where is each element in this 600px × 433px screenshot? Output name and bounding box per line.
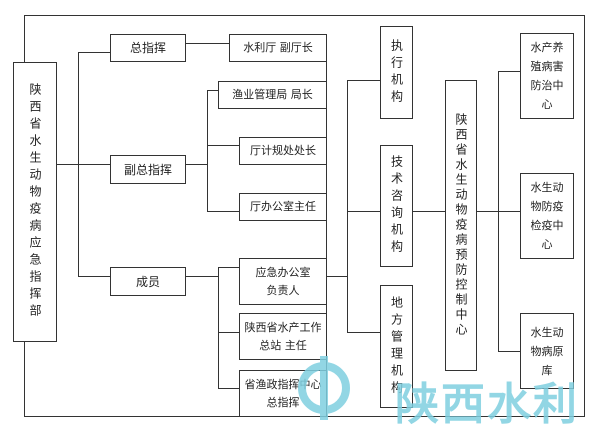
frame-line [24,15,584,16]
members-node: 成员 [110,267,186,296]
deputy-item: 厅办公室主任 [239,193,327,221]
connector [347,80,380,81]
deputy-node: 副总指挥 [110,155,186,184]
frame-line [584,15,585,417]
connector [78,52,110,53]
connector [498,71,499,352]
connector [347,211,380,212]
connector [78,276,110,277]
connector [207,211,239,212]
connector [78,164,110,165]
agency-node: 技术咨询机构 [380,145,413,267]
connector [57,164,78,165]
connector [218,267,239,268]
subcenter-node: 水产养殖病害防治中心 [520,33,574,119]
connector [207,90,208,212]
root-node: 陕西省水生动物疫病应急指挥部 [13,62,57,342]
connector [347,80,348,333]
center-node: 陕西省水生动物疫病预防控制中心 [445,80,477,371]
connector [498,71,520,72]
connector [186,43,229,44]
connector [326,34,327,417]
chief-node: 总指挥 [110,34,186,62]
member-item: 应急办公室负责人 [239,258,327,305]
connector [498,351,520,352]
agency-node: 执行机构 [380,26,413,119]
connector [218,267,219,389]
watermark: 陕西水利 [395,379,579,430]
watermark-logo-icon [298,356,350,420]
subcenter-node: 水生动物防疫检疫中心 [520,173,574,259]
connector [347,332,380,333]
connector [186,276,218,277]
member-item: 陕西省水产工作总站 主任 [239,313,327,360]
deputy-item: 厅计规处处长 [239,137,327,165]
chief-item: 水利厅 副厅长 [229,34,327,62]
connector [207,90,218,91]
connector [207,145,239,146]
connector [218,388,239,389]
connector [326,276,347,277]
subcenter-node: 水生动物病原库 [520,313,574,389]
connector [413,211,445,212]
connector [186,164,207,165]
connector [218,332,239,333]
deputy-item: 渔业管理局 局长 [218,81,327,109]
agency-node: 地方管理机构 [380,285,413,408]
